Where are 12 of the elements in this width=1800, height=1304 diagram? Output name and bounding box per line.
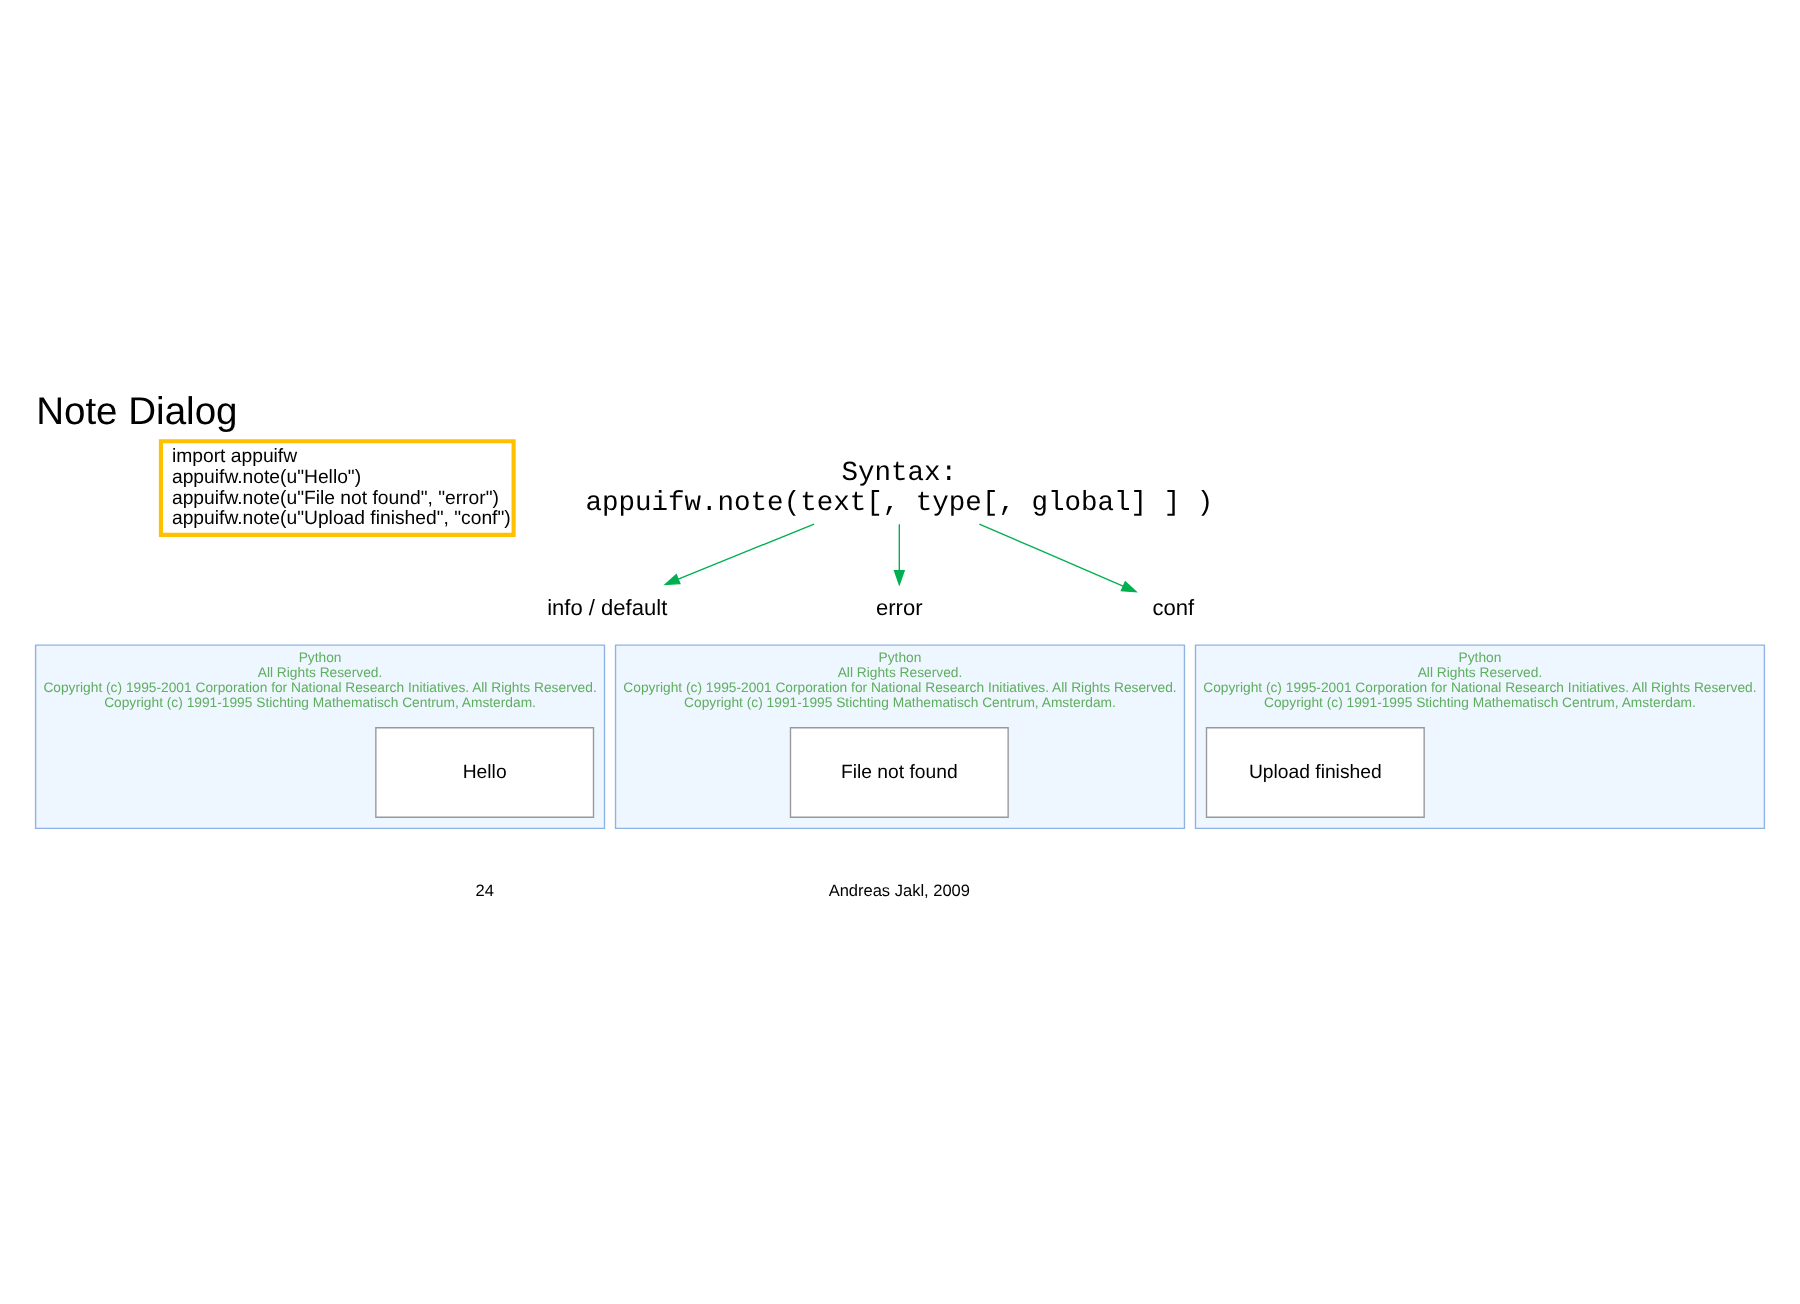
node-box: import appuifw appuifw.note(u"Hello") appuifw.note(u"File not found", "error") appuifw.note(u"Upload finished", "conf"): [158, 439, 516, 537]
node-box: File not found: [789, 727, 1009, 818]
arrow: [978, 523, 1138, 593]
node-text: info / default: [547, 596, 668, 621]
node-text: error: [876, 596, 923, 621]
node-box: Hello: [375, 727, 595, 818]
node-box: Upload finished: [1205, 727, 1425, 818]
node-text: Syntax: appuifw.note(text[, type[, global] ] ): [585, 459, 1214, 521]
arrow: [663, 523, 815, 586]
diagram-title: Note Dialog: [36, 391, 238, 434]
arrow: [893, 523, 906, 587]
node-text: conf: [1152, 596, 1195, 621]
